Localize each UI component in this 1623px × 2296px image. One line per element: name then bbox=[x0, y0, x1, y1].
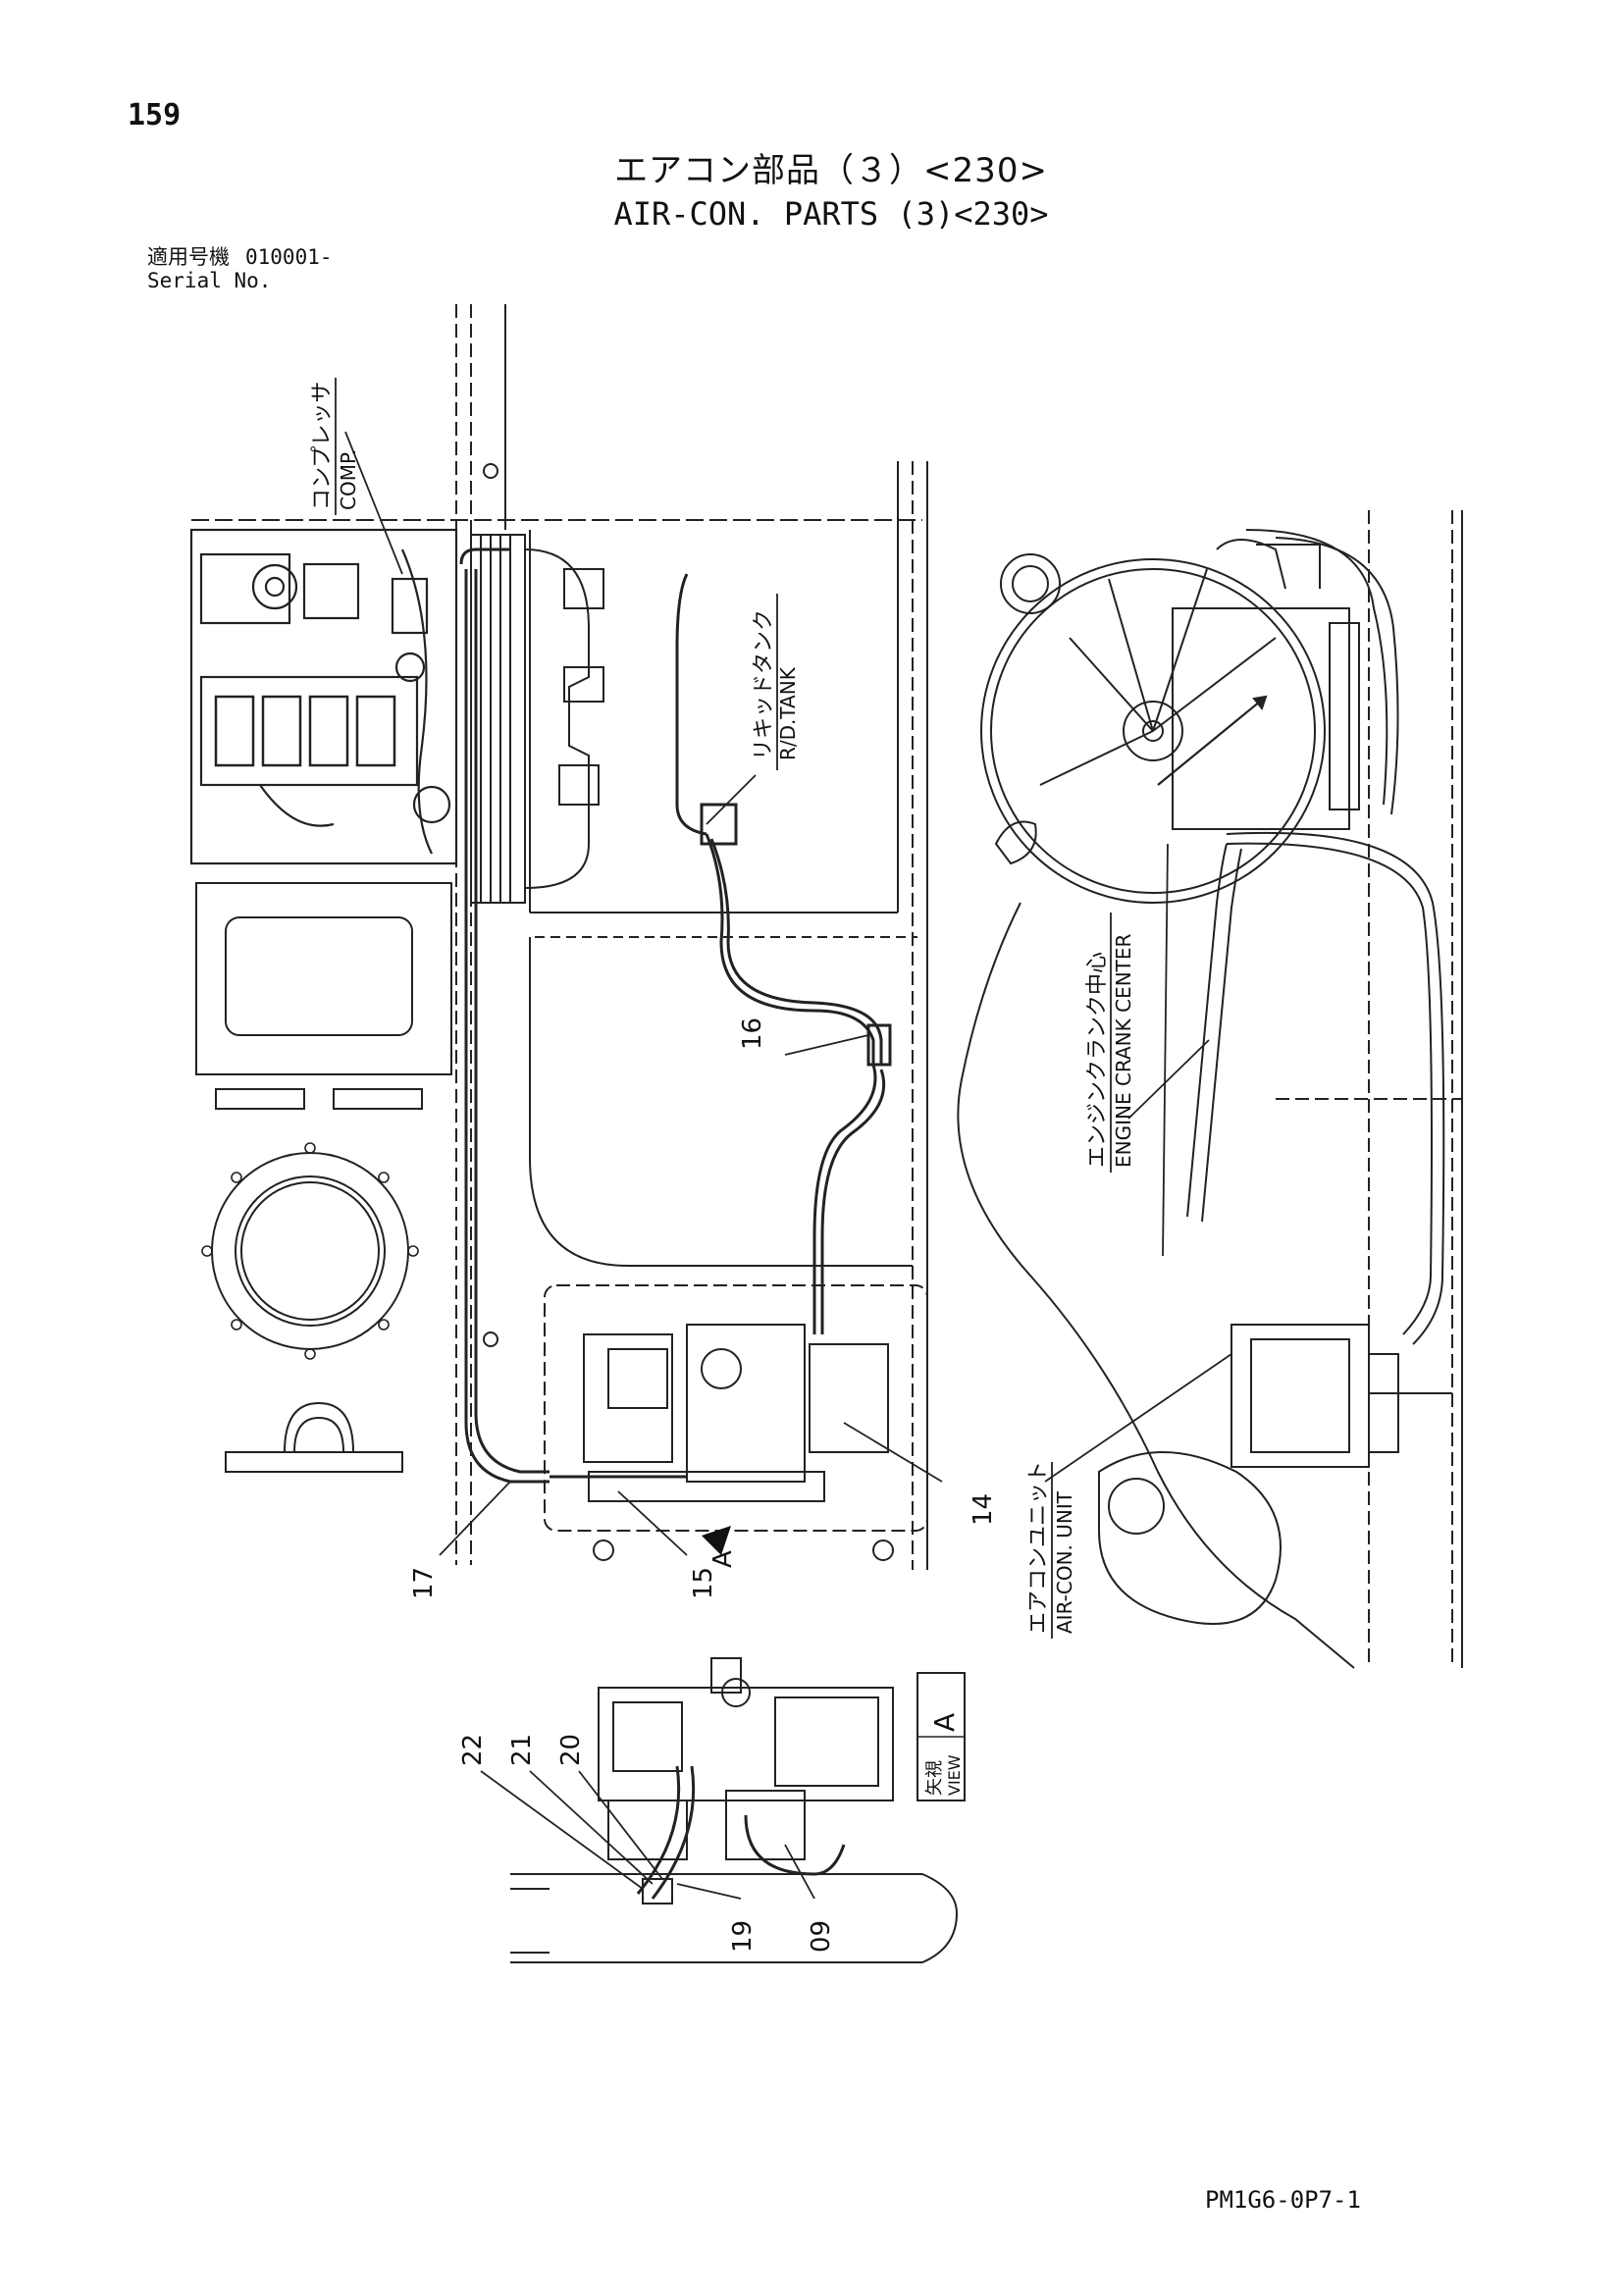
label-comp-en: COMP. bbox=[337, 449, 360, 510]
aircon-unit-main bbox=[544, 1284, 928, 1561]
label-arrow-letter: A bbox=[708, 1550, 738, 1568]
serial-label-japanese: 適用号機 bbox=[147, 245, 230, 269]
label-unit-jp: エアコンユニット bbox=[1026, 1461, 1051, 1634]
label-tank-jp: リキッドタンク bbox=[752, 609, 776, 760]
page-number: 159 bbox=[128, 98, 182, 132]
page-code: PM1G6-0P7-1 bbox=[1205, 2186, 1361, 2214]
title-english: AIR-CON. PARTS (3)<230> bbox=[613, 195, 1049, 233]
leader-lines bbox=[344, 431, 1232, 1900]
label-view-jp: 矢視 bbox=[924, 1760, 945, 1796]
callout-09: 09 bbox=[807, 1920, 836, 1953]
hoses-main bbox=[459, 548, 892, 1484]
engine-block bbox=[189, 528, 458, 865]
label-view-en: VIEW bbox=[945, 1754, 964, 1796]
radiator bbox=[470, 534, 590, 904]
label-comp-jp: コンプレッサ bbox=[310, 382, 335, 510]
title-block: エアコン部品（３）<230> AIR-CON. PARTS (3)<230> bbox=[0, 143, 1623, 233]
counterweight-mount bbox=[195, 882, 452, 1473]
callout-22: 22 bbox=[458, 1734, 488, 1766]
title-japanese: エアコン部品（３）<230> bbox=[614, 151, 1048, 190]
callout-16: 16 bbox=[738, 1018, 767, 1050]
callout-14: 14 bbox=[969, 1493, 998, 1526]
right-view bbox=[957, 510, 1463, 1669]
label-view-letter: A bbox=[928, 1713, 961, 1732]
callout-21: 21 bbox=[507, 1734, 537, 1766]
label-tank-en: R/D.TANK bbox=[776, 666, 800, 760]
label-crank-en: ENGINE CRANK CENTER bbox=[1112, 933, 1135, 1168]
callout-15: 15 bbox=[689, 1567, 718, 1599]
serial-value: 010001- bbox=[245, 245, 333, 269]
view-arrow-a bbox=[702, 1526, 731, 1555]
serial-label-english: Serial No. bbox=[147, 269, 272, 292]
label-unit-en: AIR-CON. UNIT bbox=[1053, 1490, 1076, 1634]
callout-20: 20 bbox=[556, 1734, 586, 1766]
view-a bbox=[510, 1657, 959, 1963]
label-crank-jp: エンジンクランク中心 bbox=[1085, 952, 1110, 1168]
serial-block: 適用号機 010001- Serial No. bbox=[147, 245, 333, 292]
main-view-frame bbox=[191, 304, 928, 1570]
callout-17: 17 bbox=[409, 1567, 439, 1599]
callout-19: 19 bbox=[728, 1920, 758, 1953]
